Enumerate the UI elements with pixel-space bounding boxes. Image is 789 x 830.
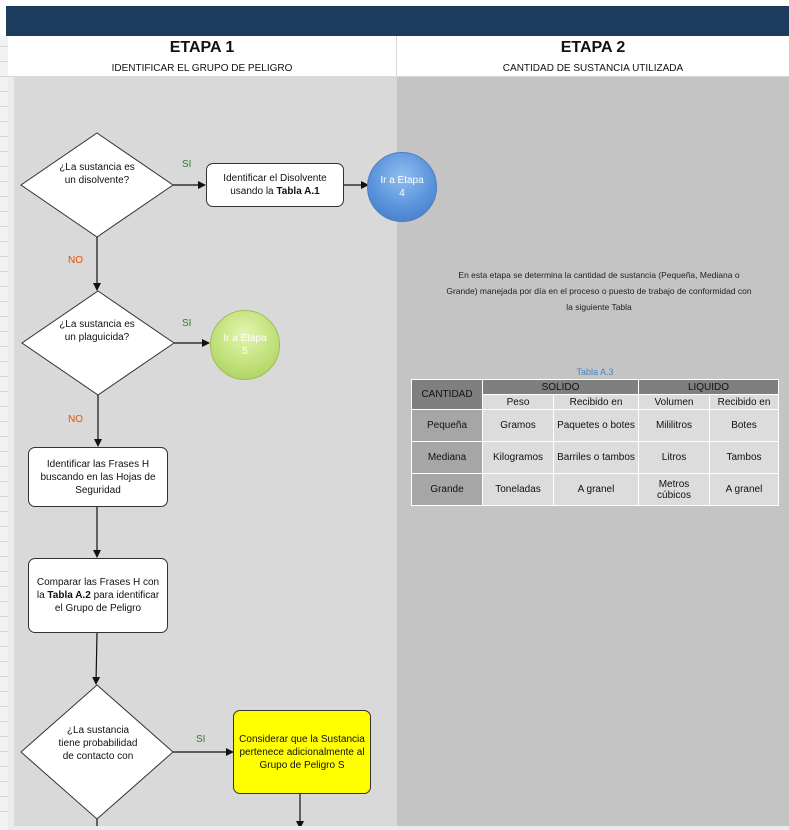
table-cell: Gramos <box>482 409 554 442</box>
tabla-a1-ref: Tabla A.1 <box>276 186 320 197</box>
box-identificar-disolvente-text: Identificar el Disolvente usando la <box>223 173 327 197</box>
box-comparar-pre: Comparar las Frases H con la <box>36 577 160 601</box>
decision-contacto-text: ¿La sustancia tiene probabilidad de cont… <box>58 725 138 762</box>
arrow-box3-to-d3 <box>92 631 101 685</box>
stage2-subtitle: CANTIDAD DE SUSTANCIA UTILIZADA <box>397 60 789 77</box>
cantidad-table: CANTIDAD SOLIDO LIQUIDO Peso Recibido en… <box>411 379 779 506</box>
yes-label-plaguicida: SI <box>182 318 192 329</box>
table-cell: Barriles o tambos <box>553 441 639 474</box>
tabla-a2-ref: Tabla A.2 <box>47 590 91 601</box>
goto-etapa4-text: Ir a Etapa 4 <box>380 175 424 199</box>
table-cell: Mililitros <box>638 409 710 442</box>
stage2-description: En esta etapa se determina la cantidad d… <box>446 270 752 312</box>
table-cell: Metros cúbicos <box>638 473 710 506</box>
goto-etapa5-text: Ir a Etapa 5 <box>223 333 267 357</box>
header-band <box>0 0 789 36</box>
box-comparar-post: para identificar el Grupo de Peligro <box>54 590 160 614</box>
no-label-disolvente: NO <box>68 255 83 266</box>
stage1-title: ETAPA 1 <box>8 36 397 61</box>
table-caption: Tabla A.3 <box>576 367 614 377</box>
table-cell: Litros <box>638 441 710 474</box>
box-identificar-disolvente[interactable]: Identificar el Disolvente usando la Tabl… <box>206 163 344 207</box>
table-cell: A granel <box>709 473 779 506</box>
table-cell: Botes <box>709 409 779 442</box>
subheader-peso: Peso <box>482 394 554 410</box>
header-cantidad: CANTIDAD <box>411 379 483 410</box>
subheader-recibido-liquido: Recibido en <box>709 394 779 410</box>
table-cell: Toneladas <box>482 473 554 506</box>
row-label-pequena: Pequeña <box>411 409 483 442</box>
box-grupo-peligro-s[interactable]: Considerar que la Sustancia pertenece ad… <box>233 710 371 794</box>
box-comparar-frases-h[interactable]: Comparar las Frases H con la Tabla A.2 p… <box>28 558 168 633</box>
horizontal-scrollbar[interactable] <box>8 826 789 830</box>
subheader-volumen: Volumen <box>638 394 710 410</box>
decision-plaguicida-text: ¿La sustancia es un plaguicida? <box>59 319 135 343</box>
yes-label-contacto: SI <box>196 734 206 745</box>
yes-label-disolvente: SI <box>182 159 192 170</box>
table-row: Mediana Kilogramos Barriles o tambos Lit… <box>411 441 779 474</box>
no-label-plaguicida: NO <box>68 414 83 425</box>
box-grupo-peligro-s-text: Considerar que la Sustancia pertenece ad… <box>239 733 365 771</box>
table-cell: Paquetes o botes <box>553 409 639 442</box>
row-label-grande: Grande <box>411 473 483 506</box>
box-identificar-frases-h-text: Identificar las Frases H buscando en las… <box>40 458 156 496</box>
table-row: Pequeña Gramos Paquetes o botes Mililitr… <box>411 409 779 442</box>
header-liquido: LIQUIDO <box>638 379 779 395</box>
stage1-subtitle: IDENTIFICAR EL GRUPO DE PELIGRO <box>8 60 397 77</box>
table-cell: A granel <box>553 473 639 506</box>
goto-etapa5-connector[interactable]: Ir a Etapa 5 <box>210 310 280 380</box>
table-row: Grande Toneladas A granel Metros cúbicos… <box>411 473 779 506</box>
table-cell: Kilogramos <box>482 441 554 474</box>
header-solido: SOLIDO <box>482 379 639 395</box>
decision-disolvente-text: ¿La sustancia es un disolvente? <box>59 162 135 186</box>
box-identificar-frases-h[interactable]: Identificar las Frases H buscando en las… <box>28 447 168 507</box>
subheader-recibido-solido: Recibido en <box>553 394 639 410</box>
goto-etapa4-connector[interactable]: Ir a Etapa 4 <box>367 152 437 222</box>
table-cell: Tambos <box>709 441 779 474</box>
row-label-mediana: Mediana <box>411 441 483 474</box>
